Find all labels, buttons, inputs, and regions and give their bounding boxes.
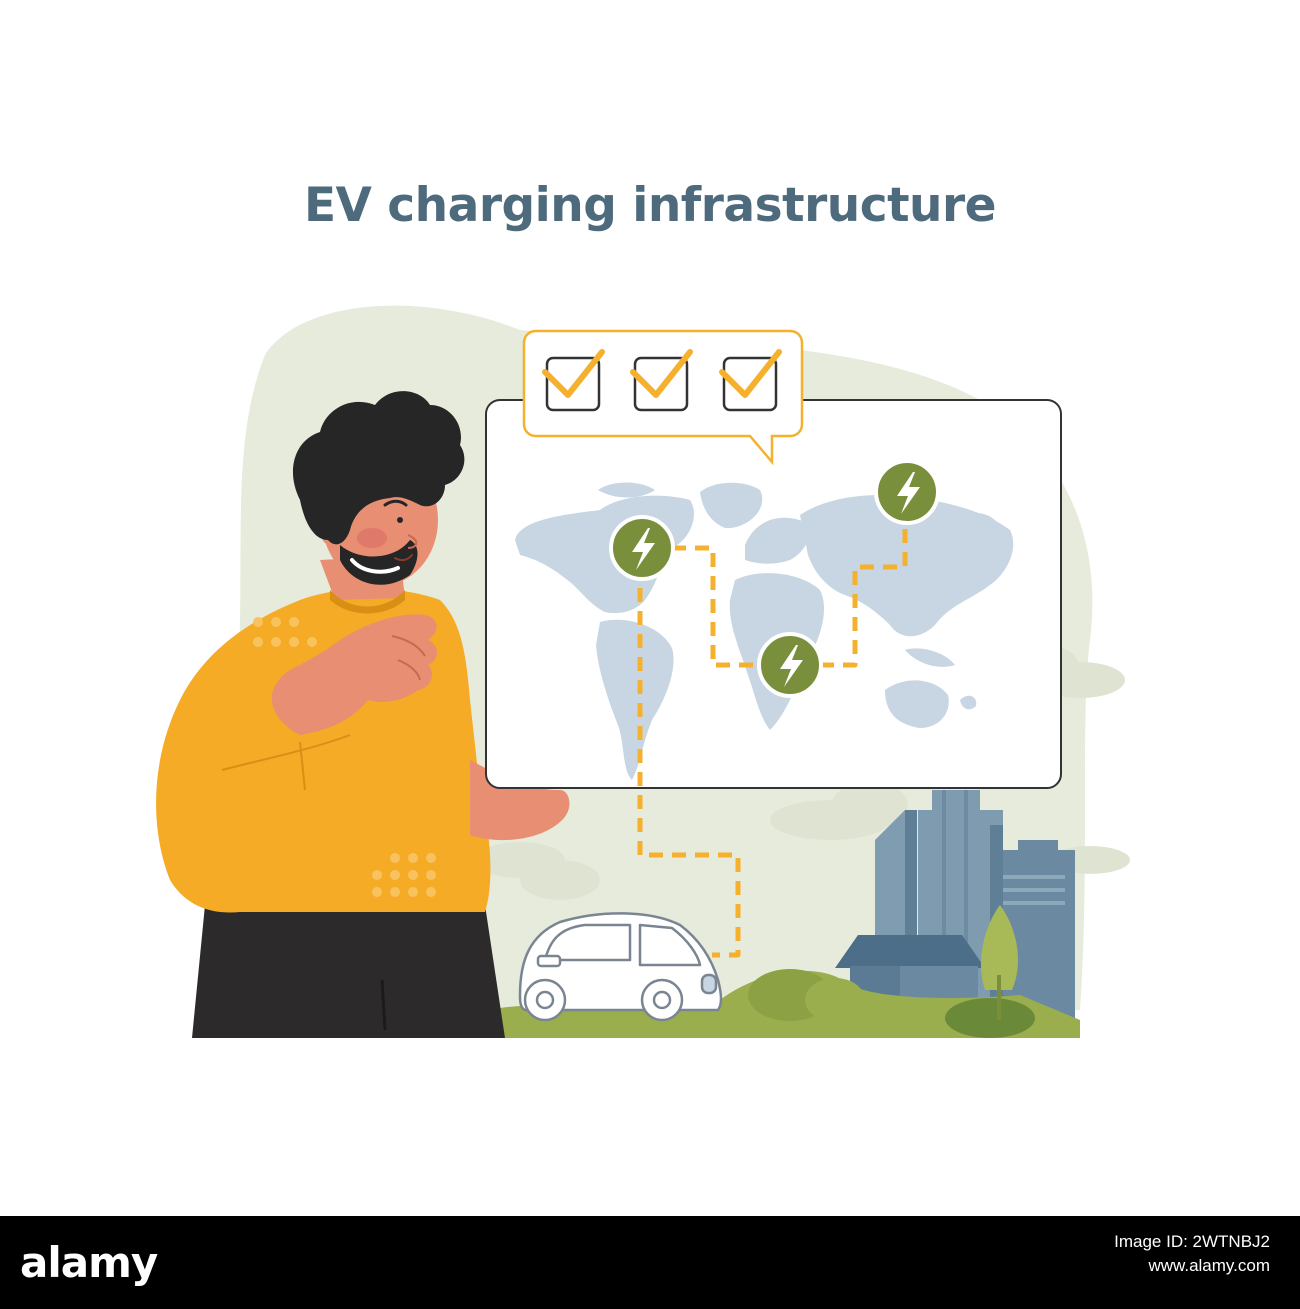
person-pants — [192, 888, 505, 1038]
lightning-bolt-icon — [632, 528, 655, 570]
charger-badge-africa — [757, 632, 823, 698]
lightning-bolt-icon — [897, 472, 920, 514]
footer-info: Image ID: 2WTNBJ2 www.alamy.com — [1114, 1230, 1270, 1278]
image-id-label: Image ID: 2WTNBJ2 — [1114, 1232, 1270, 1251]
alamy-logo: alamy — [20, 1238, 158, 1287]
person-hair — [292, 391, 465, 545]
sweater-dots-bottom — [372, 853, 436, 897]
check-icon — [719, 349, 782, 398]
charger-badge-asia — [874, 459, 940, 525]
charger-badge-americas — [609, 515, 675, 581]
electric-car-icon — [518, 912, 723, 1022]
sweater-dots-top — [253, 617, 317, 647]
person-left-hand — [271, 614, 437, 735]
ground-foliage — [500, 905, 1080, 1038]
lightning-bolt-icon — [780, 645, 803, 687]
charging-route — [637, 500, 908, 958]
person-sweater — [156, 588, 491, 913]
site-url: www.alamy.com — [1148, 1256, 1270, 1275]
check-icon — [542, 349, 605, 398]
stock-footer-bar — [0, 1216, 1300, 1309]
check-icon — [630, 349, 693, 398]
page-title: EV charging infrastructure — [303, 178, 997, 233]
illustration-art — [156, 305, 1130, 1038]
checklist-bubble — [522, 329, 804, 466]
